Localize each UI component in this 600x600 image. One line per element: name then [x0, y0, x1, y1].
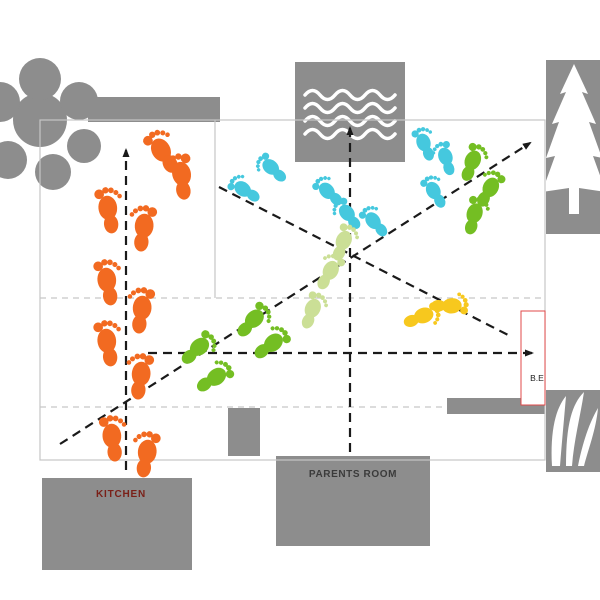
orange-trail-footprint [127, 203, 158, 253]
green-trail-footprint [247, 320, 294, 366]
gray-blocks [0, 58, 600, 570]
green-topright-trail-footprint [454, 140, 492, 186]
orange-trail-footprint [98, 413, 129, 463]
pine-tree-icon [542, 64, 600, 214]
light-green-trail-footprint [294, 288, 332, 333]
cyan-trail-footprint [418, 171, 452, 212]
room-boundary [39, 119, 546, 461]
orange-trail-footprint [125, 285, 156, 335]
flower-splat-icon [0, 58, 101, 190]
be-room-outline [520, 310, 546, 406]
cyan-trail-footprint [429, 138, 461, 179]
cyan-trail-footprint [356, 201, 394, 242]
cyan-trail-footprint [410, 124, 441, 164]
yellow-trail-footprint [429, 291, 470, 318]
kitchen-label: KITCHEN [96, 489, 146, 500]
orange-trail-footprint [124, 351, 155, 401]
wall-block [228, 408, 260, 456]
green-trail-footprint [175, 327, 222, 371]
parents-room-block [276, 456, 430, 546]
orange-trail-footprint [129, 429, 162, 479]
cyan-trail-footprint [224, 170, 265, 208]
be-room-label: B.E [530, 373, 544, 383]
path-arrows [59, 126, 534, 470]
kitchen-block [42, 478, 192, 570]
tree-block [542, 60, 600, 234]
labels: KITCHEN PARENTS ROOM B.E [96, 373, 544, 500]
plant-leaves-icon [551, 392, 598, 466]
cyan-trail-footprint [251, 150, 292, 188]
orange-trail-footprint [93, 185, 126, 235]
orange-trail-footprint [92, 257, 125, 307]
orange-trail-footprint [92, 318, 125, 368]
footprints-layer [92, 124, 508, 479]
plant-block [546, 390, 600, 472]
room-outline [39, 119, 546, 461]
counter-block [88, 97, 220, 122]
green-trail-footprint [190, 355, 238, 399]
parents-room-label: PARENTS ROOM [309, 469, 397, 480]
